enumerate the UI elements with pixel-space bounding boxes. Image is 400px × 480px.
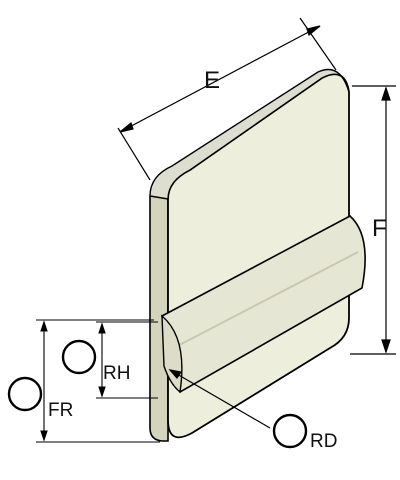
fr-circle-icon: [7, 376, 43, 412]
dimension-e: [117, 17, 337, 181]
knuckle-highlight: [165, 251, 359, 353]
dimension-rh: [96, 321, 158, 399]
rd-circle-icon: [272, 413, 308, 449]
dimension-f: [350, 85, 396, 355]
label-rd: RD: [310, 431, 337, 452]
dimension-fr: [36, 319, 160, 443]
dimension-rd: [168, 369, 271, 429]
label-fr: FR: [48, 400, 73, 421]
rh-circle-icon: [61, 339, 97, 375]
label-f: F: [372, 215, 387, 242]
label-e: E: [204, 67, 220, 94]
leaf-top-edge: [149, 68, 350, 200]
label-rh: RH: [103, 363, 130, 384]
